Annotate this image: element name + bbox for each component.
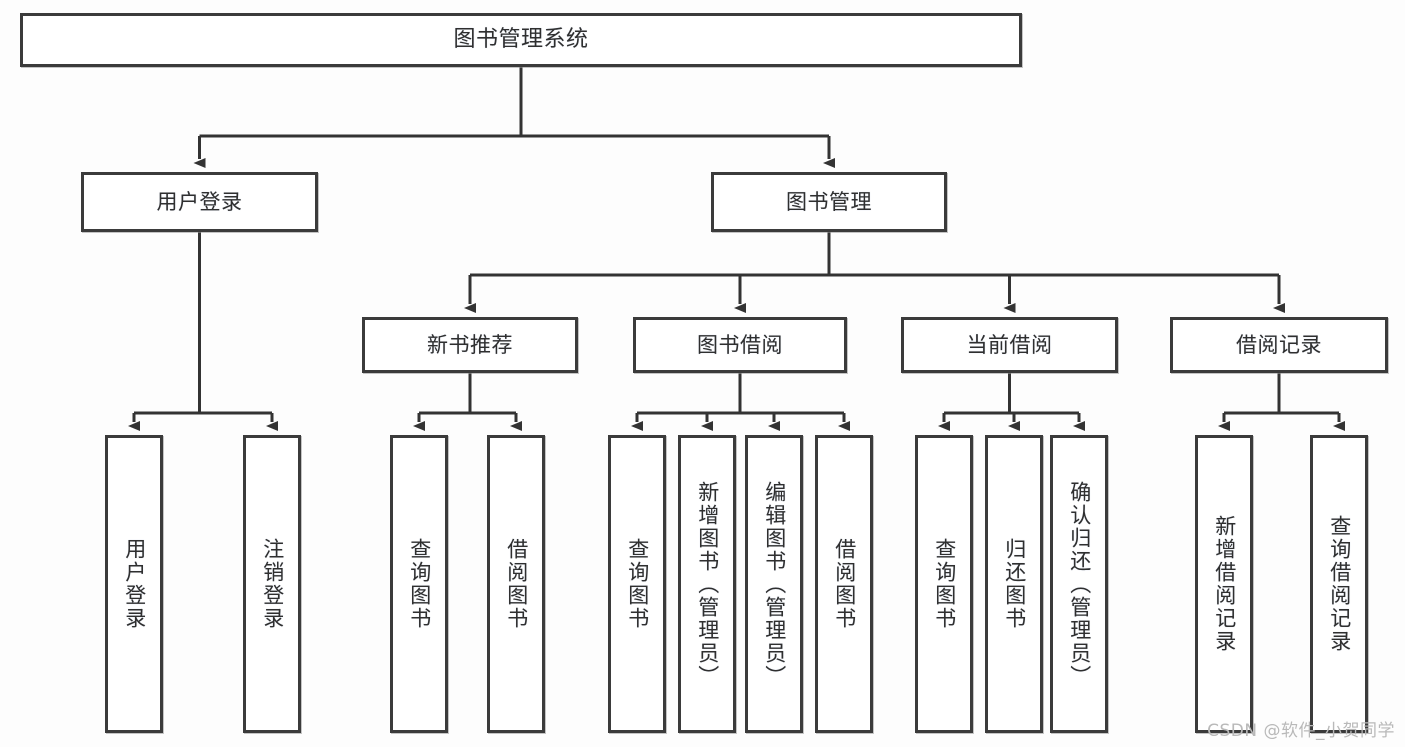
node-level2-用户登录[interactable]: 用户登录 (81, 172, 318, 232)
node-level2-图书管理[interactable]: 图书管理 (711, 172, 947, 232)
node-root-图书管理系统[interactable]: 图书管理系统 (20, 13, 1022, 67)
node-leaf-10-确认归还管理员[interactable]: 确认归还（管理员） (1050, 435, 1108, 733)
node-label: 当前借阅 (966, 332, 1053, 357)
node-leaf-7-借阅图书[interactable]: 借阅图书 (815, 435, 873, 733)
node-leaf-9-归还图书[interactable]: 归还图书 (985, 435, 1043, 733)
node-label: 图书管理 (786, 189, 872, 214)
node-leaf-4-查询图书[interactable]: 查询图书 (608, 435, 666, 733)
node-label: 编辑图书（管理员） (762, 480, 787, 688)
node-label: 查询图书 (625, 538, 650, 630)
node-leaf-6-编辑图书管理员[interactable]: 编辑图书（管理员） (745, 435, 803, 733)
node-leaf-11-新增借阅记录[interactable]: 新增借阅记录 (1195, 435, 1253, 733)
node-level3-新书推荐[interactable]: 新书推荐 (362, 317, 578, 373)
node-label: 借阅记录 (1236, 332, 1322, 357)
node-label: 查询借阅记录 (1327, 515, 1352, 653)
watermark-text: CSDN @软件_小贺同学 (1207, 721, 1395, 741)
node-level3-借阅记录[interactable]: 借阅记录 (1170, 317, 1388, 373)
node-label: 查询图书 (407, 538, 432, 630)
node-label: 注销登录 (260, 538, 285, 630)
node-label: 新书推荐 (427, 332, 513, 357)
node-label: 图书管理系统 (453, 27, 589, 53)
node-label: 归还图书 (1002, 538, 1027, 630)
node-label: 借阅图书 (504, 538, 529, 630)
node-label: 确认归还（管理员） (1067, 480, 1092, 688)
node-label: 图书借阅 (697, 332, 783, 357)
node-label: 新增借阅记录 (1212, 515, 1237, 653)
node-leaf-1-注销登录[interactable]: 注销登录 (243, 435, 301, 733)
node-label: 借阅图书 (832, 538, 857, 630)
node-label: 新增图书（管理员） (695, 480, 720, 688)
node-leaf-8-查询图书[interactable]: 查询图书 (915, 435, 973, 733)
node-leaf-0-用户登录[interactable]: 用户登录 (105, 435, 163, 733)
node-label: 查询图书 (932, 538, 957, 630)
node-label: 用户登录 (156, 189, 243, 214)
node-leaf-5-新增图书管理员[interactable]: 新增图书（管理员） (678, 435, 736, 733)
node-label: 用户登录 (122, 538, 147, 630)
node-leaf-12-查询借阅记录[interactable]: 查询借阅记录 (1310, 435, 1368, 733)
node-level3-图书借阅[interactable]: 图书借阅 (633, 317, 847, 373)
node-leaf-3-借阅图书[interactable]: 借阅图书 (487, 435, 545, 733)
node-level3-当前借阅[interactable]: 当前借阅 (901, 317, 1118, 373)
node-leaf-2-查询图书[interactable]: 查询图书 (390, 435, 448, 733)
